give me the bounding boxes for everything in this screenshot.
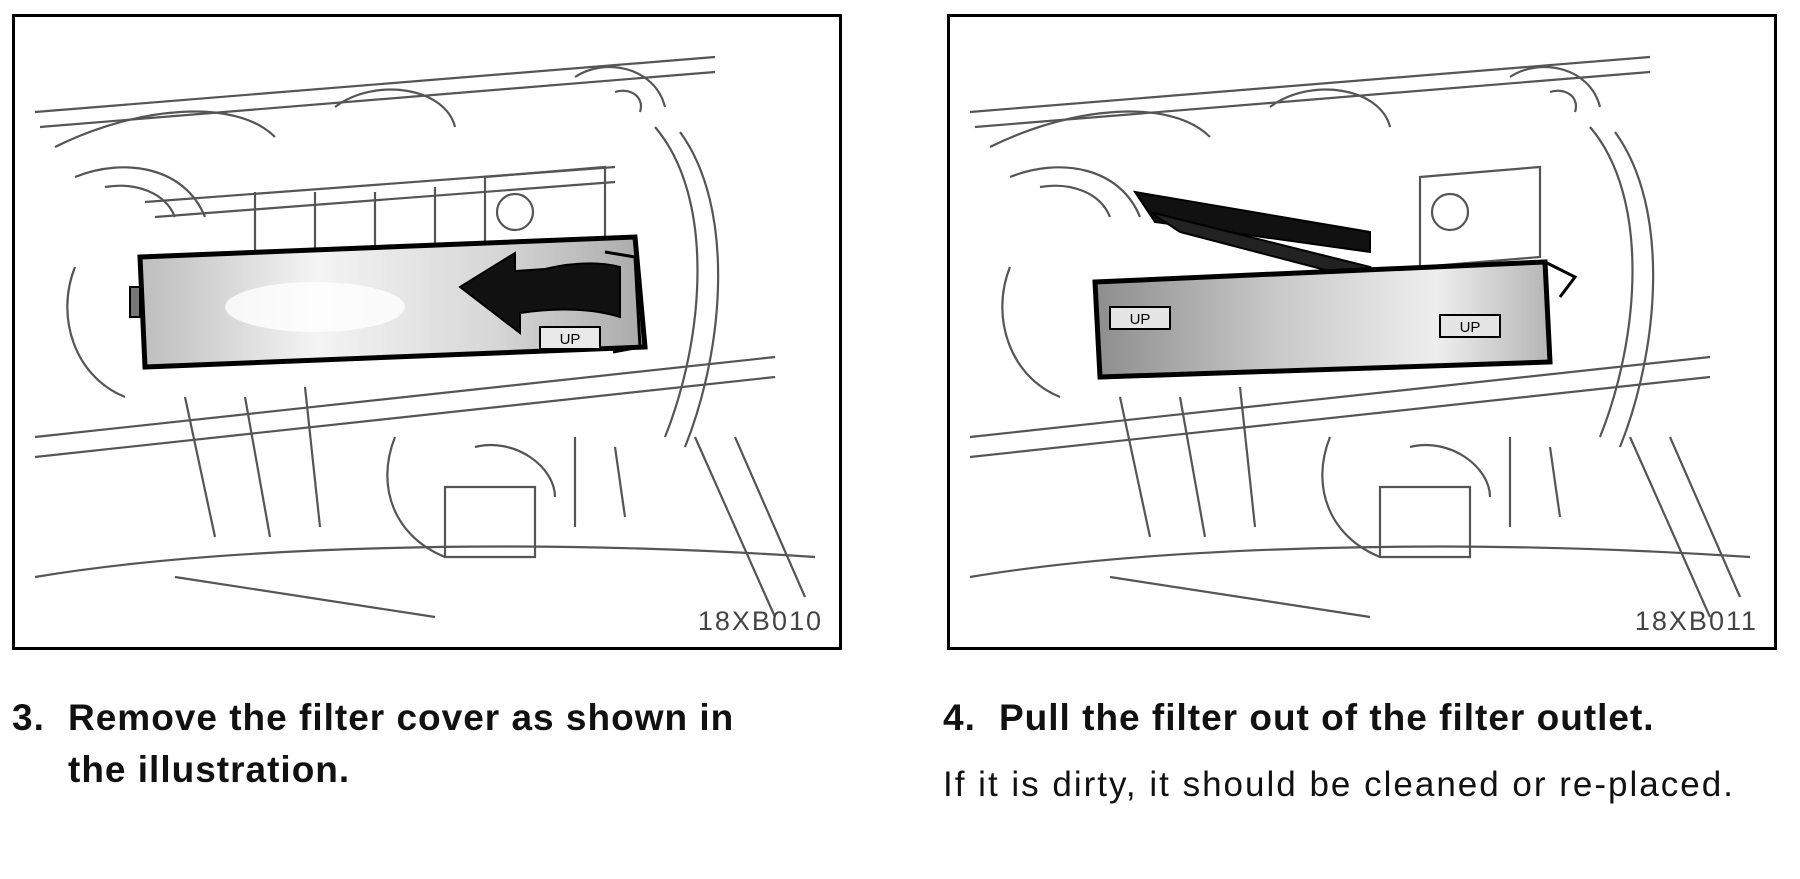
- illustration-remove-filter-cover: UP 18XB010: [12, 14, 842, 650]
- svg-text:UP: UP: [1130, 311, 1151, 328]
- cleaning-note: If it is dirty, it should be cleaned or …: [943, 765, 1735, 804]
- step-number: 4.: [943, 697, 976, 738]
- step-text-line1: Remove the filter cover as shown in: [68, 697, 735, 738]
- svg-text:UP: UP: [560, 331, 581, 348]
- step-text-line1: Pull the filter out of the filter outlet…: [999, 697, 1655, 738]
- figure-code: 18XB010: [697, 606, 823, 636]
- line-drawing-filter-cover: UP: [34, 55, 816, 619]
- line-drawing-filter-removal: UP UP: [969, 55, 1751, 619]
- step-number: 3.: [12, 697, 45, 738]
- figure-code: 18XB011: [1634, 606, 1758, 636]
- step-text-line2: the illustration.: [68, 749, 351, 790]
- step-3-instruction: 3. Remove the filter cover as shown in th…: [12, 692, 856, 796]
- illustration-pull-filter-out: UP UP 18XB011: [947, 14, 1777, 650]
- svg-text:UP: UP: [1460, 319, 1481, 336]
- step-4-instruction: 4. Pull the filter out of the filter outl…: [943, 692, 1787, 744]
